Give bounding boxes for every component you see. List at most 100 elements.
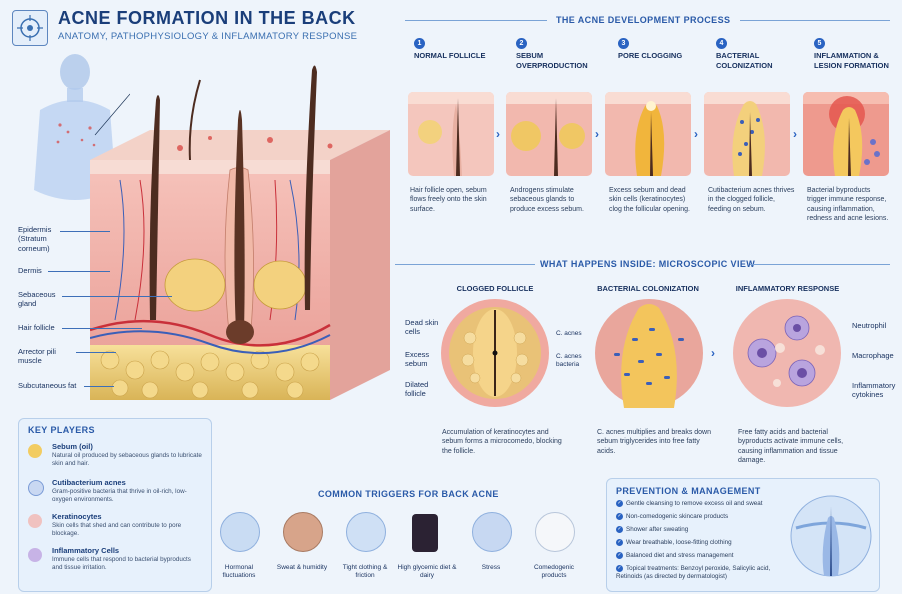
stress-icon (472, 512, 512, 552)
key-player-inflammatory-desc: Immune cells that respond to bacterial b… (52, 556, 191, 572)
stage-5-image (803, 92, 889, 176)
callout-subcutaneous-fat (84, 386, 114, 387)
key-players-panel (18, 418, 212, 592)
prevention-heading: PREVENTION & MANAGEMENT (616, 486, 761, 496)
micro-2-label-c-acnes-bacteria: C. acnes bacteria (556, 353, 582, 369)
micro-3-label-macrophage: Macrophage (852, 351, 894, 360)
check-icon: ✓ (616, 539, 623, 546)
stage-arrow-2: › (595, 127, 599, 141)
callout-hair-follicle (62, 328, 142, 329)
immune-cell-icon (28, 548, 42, 562)
stage-arrow-1: › (496, 127, 500, 141)
micro-panel-1-desc: Accumulation of keratinocytes and sebum … (442, 429, 562, 455)
trigger-diet: High glycemic diet & dairy (397, 564, 457, 580)
sweat-icon (283, 512, 323, 552)
key-player-inflammatory-name: Inflammatory Cells (52, 546, 120, 555)
clothing-icon (346, 512, 386, 552)
stage-2-desc: Androgens stimulate sebaceous glands to … (510, 187, 584, 213)
micro-panel-3-desc: Free fatty acids and bacterial byproduct… (738, 429, 844, 465)
micro-3-label-neutrophil: Neutrophil (852, 321, 887, 330)
micro-1-label-excess-sebum: Excess sebum (405, 350, 430, 369)
process-heading: THE ACNE DEVELOPMENT PROCESS (556, 15, 731, 25)
callout-epidermis (60, 231, 110, 232)
stage-4-title: BACTERIAL COLONIZATION (716, 51, 773, 70)
stage-arrow-4: › (793, 127, 797, 141)
prevention-item-3: ✓Shower after sweating (616, 526, 689, 534)
stage-1-title: NORMAL FOLLICLE (414, 51, 486, 60)
micro-heading-rule-left (395, 264, 535, 265)
micro-arrow: › (711, 346, 715, 360)
stage-1-number: 1 (414, 38, 425, 49)
micro-panel-2-title: BACTERIAL COLONIZATION (597, 284, 699, 293)
prevention-skin-illustration (790, 495, 872, 577)
micro-2-label-c-acnes: C. acnes (556, 330, 582, 337)
key-player-sebum-name: Sebum (oil) (52, 442, 93, 451)
stage-3-title: PORE CLOGGING (618, 51, 683, 60)
stage-4-number: 4 (716, 38, 727, 49)
trigger-clothing: Tight clothing & friction (342, 564, 388, 580)
micro-heading-rule-right (750, 264, 890, 265)
check-icon: ✓ (616, 565, 623, 572)
cosmetic-jar-icon (535, 512, 575, 552)
trigger-stress: Stress (481, 564, 501, 571)
label-hair-follicle: Hair follicle (18, 323, 55, 332)
micro-panel-1-title: CLOGGED FOLLICLE (456, 284, 534, 293)
stage-arrow-3: › (694, 127, 698, 141)
key-players-heading: KEY PLAYERS (28, 425, 95, 435)
process-heading-rule-right (740, 20, 890, 21)
prevention-item-4: ✓Wear breathable, loose-fitting clothing (616, 539, 732, 547)
trigger-hormonal: Hormonal fluctuations (222, 564, 256, 580)
stage-4-desc: Cutibacterium acnes thrives in the clogg… (708, 187, 795, 213)
callout-dermis (48, 271, 110, 272)
key-player-keratinocytes-desc: Skin cells that shed and can contribute … (52, 522, 182, 538)
stage-3-desc: Excess sebum and dead skin cells (kerati… (609, 187, 690, 213)
micro-1-label-dead-skin: Dead skin cells (405, 318, 439, 337)
stage-5-title: INFLAMMATION & LESION FORMATION (814, 51, 889, 70)
label-arrector-pili: Arrector pili muscle (18, 347, 56, 366)
label-dermis: Dermis (18, 266, 42, 275)
process-heading-rule-left (405, 20, 547, 21)
micro-panel-3-image (733, 299, 841, 407)
label-sebaceous-gland: Sebaceous gland (18, 290, 56, 309)
stage-5-number: 5 (814, 38, 825, 49)
stage-5-desc: Bacterial byproducts trigger immune resp… (807, 187, 889, 223)
page-title: ACNE FORMATION IN THE BACK (58, 8, 356, 28)
sebum-icon (28, 444, 42, 458)
stage-2-title: SEBUM OVERPRODUCTION (516, 51, 588, 70)
prevention-item-5: ✓Balanced diet and stress management (616, 552, 734, 560)
key-player-cacnes-desc: Gram-positive bacteria that thrive in oi… (52, 488, 187, 504)
stage-2-number: 2 (516, 38, 527, 49)
callout-arrector-pili (76, 352, 116, 353)
check-icon: ✓ (616, 526, 623, 533)
bacteria-icon (28, 480, 44, 496)
stage-1-image (408, 92, 494, 176)
micro-1-label-dilated-follicle: Dilated follicle (405, 380, 429, 399)
key-player-keratinocytes-name: Keratinocytes (52, 512, 102, 521)
label-epidermis: Epidermis (Stratum corneum) (18, 225, 52, 253)
prevention-item-2: ✓Non-comedogenic skincare products (616, 513, 729, 521)
label-subcutaneous-fat: Subcutaneous fat (18, 381, 77, 390)
trigger-sweat: Sweat & humidity (276, 564, 328, 571)
micro-panel-3-title: INFLAMMATORY RESPONSE (735, 284, 840, 293)
stage-2-image (506, 92, 592, 176)
skin-cross-section (90, 65, 390, 400)
check-icon: ✓ (616, 513, 623, 520)
micro-panel-1-image (441, 299, 549, 407)
micro-panel-2-desc: C. acnes multiplies and breaks down sebu… (597, 429, 712, 455)
trigger-comedogenic: Comedogenic products (533, 564, 575, 580)
supplement-bottle-icon (412, 514, 438, 552)
hormone-icon (220, 512, 260, 552)
key-player-cacnes-name: Cutibacterium acnes (52, 478, 126, 487)
triggers-heading: COMMON TRIGGERS FOR BACK ACNE (318, 489, 499, 499)
key-player-sebum-desc: Natural oil produced by sebaceous glands… (52, 452, 202, 468)
check-icon: ✓ (616, 552, 623, 559)
header-logo-icon (12, 10, 48, 46)
page-subtitle: ANATOMY, PATHOPHYSIOLOGY & INFLAMMATORY … (58, 31, 358, 42)
stage-3-number: 3 (618, 38, 629, 49)
stage-1-desc: Hair follicle open, sebum flows freely o… (410, 187, 487, 213)
prevention-item-6: ✓Topical treatments: Benzoyl peroxide, S… (616, 565, 771, 581)
micro-heading: WHAT HAPPENS INSIDE: MICROSCOPIC VIEW (540, 259, 756, 269)
stage-3-image (605, 92, 691, 176)
prevention-item-1: ✓Gentle cleansing to remove excess oil a… (616, 500, 763, 508)
stage-4-image (704, 92, 790, 176)
